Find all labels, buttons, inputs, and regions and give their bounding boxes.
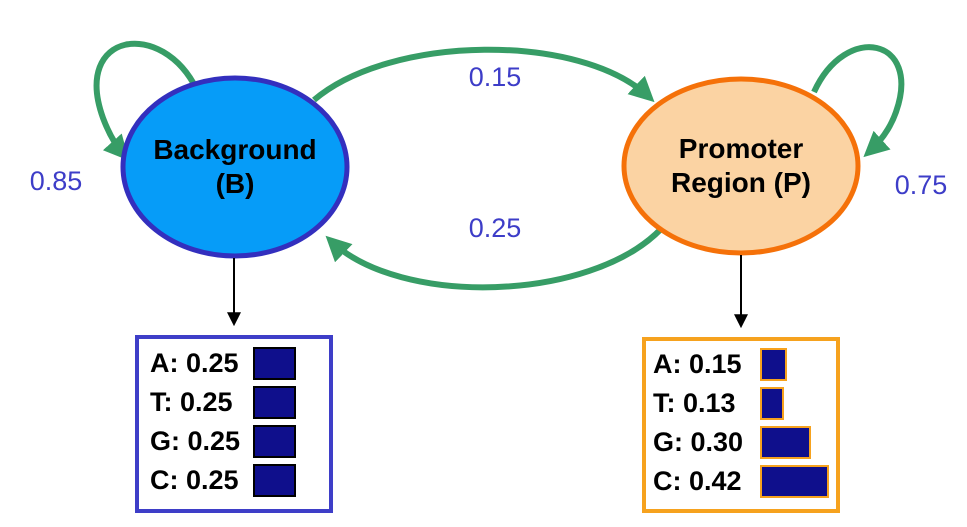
- emission-row: G: 0.25: [139, 422, 329, 461]
- emission-row: T: 0.25: [139, 383, 329, 422]
- emission-table-promoter: A: 0.15 T: 0.13 G: 0.30 C: 0.42: [642, 337, 840, 513]
- emission-table-background: A: 0.25 T: 0.25 G: 0.25 C: 0.25: [135, 335, 333, 513]
- state-ellipse-promoter: [621, 76, 861, 256]
- emission-row: C: 0.42: [646, 462, 836, 501]
- emission-label: T: 0.13: [653, 388, 736, 418]
- self-transition-prob-promoter: 0.75: [894, 170, 948, 200]
- emission-row: A: 0.25: [139, 344, 329, 383]
- emission-label: G: 0.30: [653, 427, 744, 457]
- emission-bar: [253, 464, 296, 497]
- emission-bar: [253, 425, 296, 458]
- emission-bar: [760, 465, 829, 498]
- emission-label: T: 0.25: [150, 387, 233, 417]
- emission-label: A: 0.25: [150, 348, 239, 378]
- emission-row: C: 0.25: [139, 461, 329, 500]
- emission-label: G: 0.25: [150, 426, 241, 456]
- emission-bar: [760, 426, 811, 459]
- self-transition-prob-background: 0.85: [29, 166, 83, 196]
- emission-label: A: 0.15: [653, 349, 742, 379]
- self-loop-arrow-promoter: [811, 44, 905, 158]
- transition-arrow-b-to-p: [312, 46, 655, 103]
- emission-bar: [760, 348, 787, 381]
- transition-arrow-p-to-b: [325, 226, 664, 291]
- emission-bar: [253, 386, 296, 419]
- self-loop-arrow-background: [93, 40, 200, 161]
- emission-row: A: 0.15: [646, 345, 836, 384]
- emission-label: C: 0.42: [653, 466, 742, 496]
- transition-prob-b-to-p: 0.15: [468, 62, 522, 92]
- emission-bar: [760, 387, 784, 420]
- emission-bar: [253, 347, 296, 380]
- emission-row: G: 0.30: [646, 423, 836, 462]
- emission-label: C: 0.25: [150, 465, 239, 495]
- emission-row: T: 0.13: [646, 384, 836, 423]
- transition-prob-p-to-b: 0.25: [468, 213, 522, 243]
- state-ellipse-background: [120, 75, 350, 259]
